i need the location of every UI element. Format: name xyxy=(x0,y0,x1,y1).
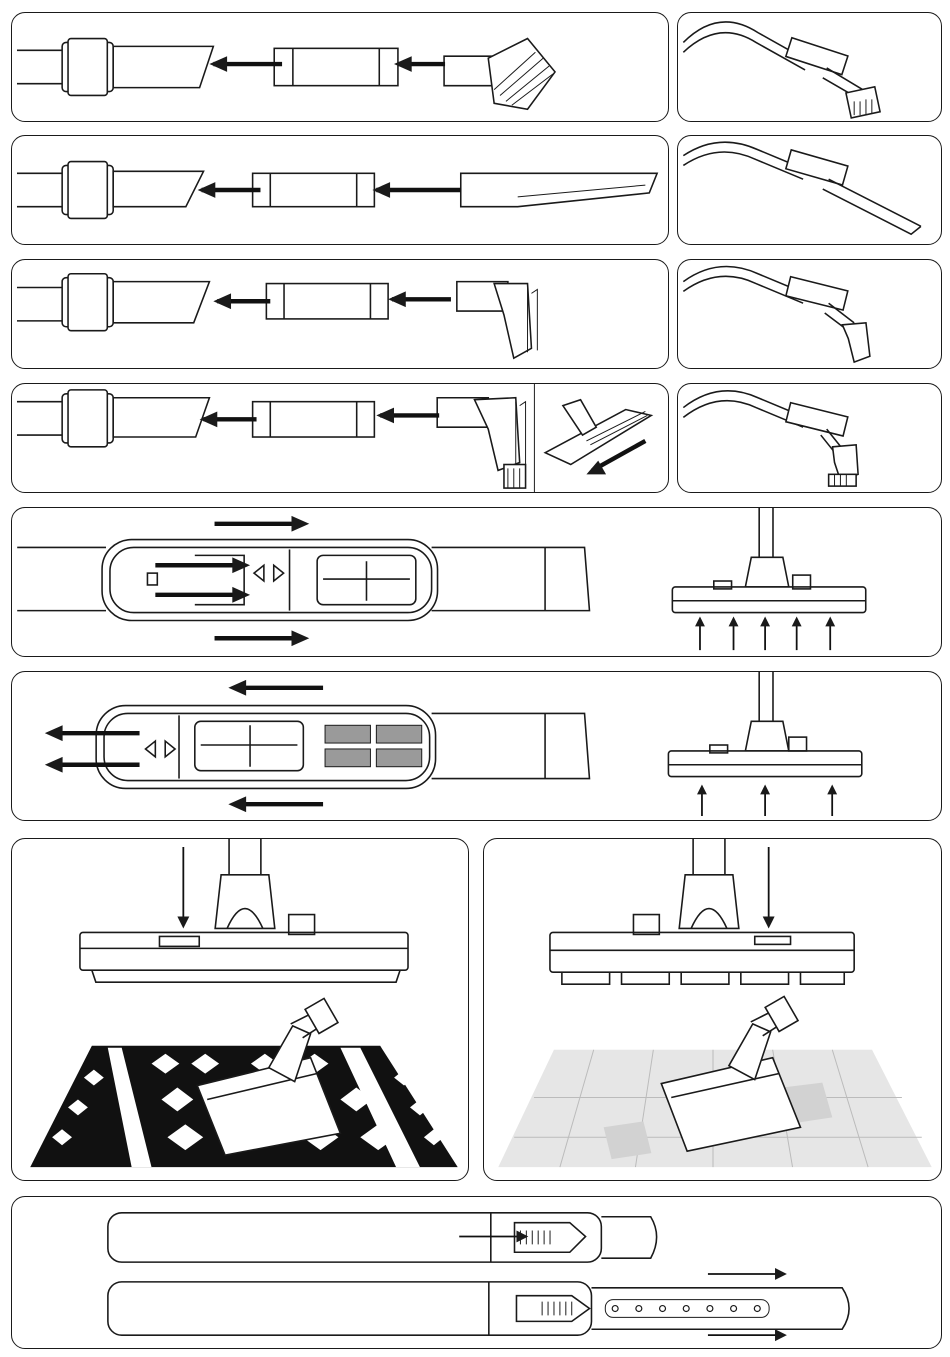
brush-assembly-diagram xyxy=(12,13,668,121)
floor-head-release-panel xyxy=(11,507,942,657)
step-crevice-panel xyxy=(11,135,669,245)
brush-on-hose-diagram xyxy=(678,13,941,121)
hard-floor-mode-diagram xyxy=(484,839,941,1180)
upholstery-brush-on-hose-diagram xyxy=(678,384,941,492)
result-upholstery-panel xyxy=(677,259,942,369)
telescopic-tube-panel xyxy=(11,1196,942,1349)
crevice-on-hose-diagram xyxy=(678,136,941,244)
result-upholstery-brush-panel xyxy=(677,383,942,493)
floor-head-release-diagram xyxy=(12,508,941,656)
carpet-mode-panel xyxy=(11,838,469,1181)
crevice-assembly-diagram xyxy=(12,136,668,244)
step-upholstery-brush-panel xyxy=(11,383,669,493)
carpet-mode-diagram xyxy=(12,839,468,1180)
upholstery-on-hose-diagram xyxy=(678,260,941,368)
floor-head-attach-diagram xyxy=(12,672,941,820)
telescopic-tube-diagram xyxy=(12,1197,941,1348)
step-upholstery-panel xyxy=(11,259,669,369)
upholstery-brush-assembly-diagram xyxy=(12,384,668,492)
upholstery-assembly-diagram xyxy=(12,260,668,368)
floor-head-attach-panel xyxy=(11,671,942,821)
result-crevice-panel xyxy=(677,135,942,245)
hard-floor-mode-panel xyxy=(483,838,942,1181)
step-brush-panel xyxy=(11,12,669,122)
result-brush-panel xyxy=(677,12,942,122)
